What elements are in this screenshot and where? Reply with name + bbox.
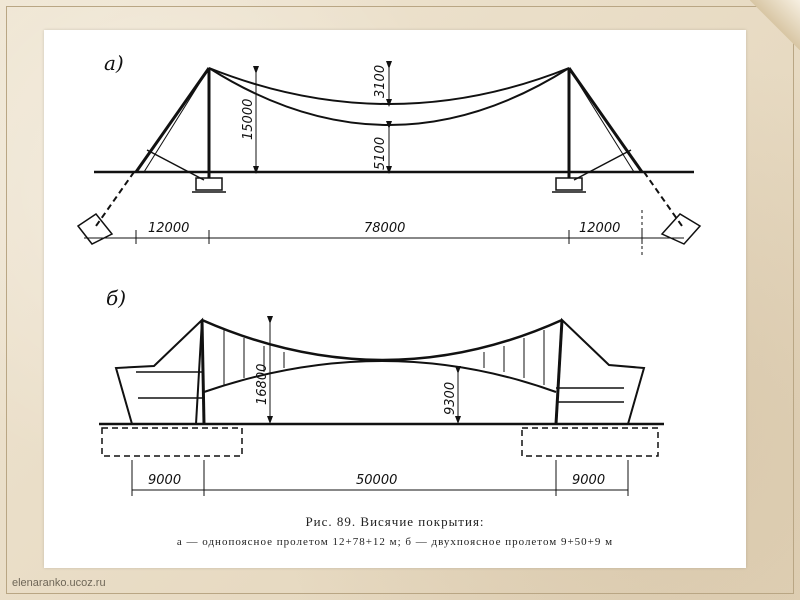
watermark: elenaranko.ucoz.ru — [12, 577, 106, 589]
part-b-height-left: 16800 — [255, 364, 270, 405]
part-b-right-column — [554, 319, 564, 425]
part-a-left-anchor — [76, 212, 114, 245]
part-b-span-left: 9000 — [148, 473, 181, 488]
part-b-label: б) — [106, 286, 126, 310]
part-b-hangers — [223, 330, 545, 385]
part-b-left-column — [200, 319, 206, 425]
part-a-right-stay — [567, 67, 644, 173]
part-b-upper-cable — [201, 318, 563, 362]
part-b-right-foundation — [521, 427, 659, 457]
part-a-span-right: 12000 — [579, 221, 620, 236]
figure-caption-subtitle: а — однопоясное пролетом 12+78+12 м; б —… — [176, 536, 614, 548]
part-b-span-main: 50000 — [356, 473, 397, 488]
page-corner-curl — [750, 0, 800, 50]
part-a-diagram — [76, 61, 702, 255]
part-b-left-wing — [114, 317, 204, 425]
part-a-left-footing — [195, 177, 223, 191]
page-frame — [6, 6, 794, 594]
part-a-sag: 3100 — [373, 65, 388, 98]
part-a-right-footing — [555, 177, 583, 191]
slide: а) 15000 3100 5100 12000 78000 12000 — [44, 30, 746, 568]
part-b-lower-cable — [203, 360, 557, 393]
part-a-span-left: 12000 — [148, 221, 189, 236]
part-b-height-mid: 9300 — [443, 382, 458, 415]
part-a-left-stay — [134, 67, 211, 173]
part-b-right-wing — [554, 317, 646, 425]
bridge-diagram: а) 15000 3100 5100 12000 78000 12000 — [76, 51, 702, 496]
figure-caption-title: Рис. 89. Висячие покрытия: — [305, 514, 485, 529]
part-a-right-anchor — [660, 213, 702, 245]
part-b-span-right: 9000 — [572, 473, 605, 488]
part-a-height-mid: 5100 — [373, 137, 388, 170]
part-b-diagram — [99, 316, 664, 496]
part-a-span-main: 78000 — [364, 221, 405, 236]
part-b-left-foundation — [101, 427, 243, 457]
part-a-height-left: 15000 — [241, 99, 256, 140]
part-a-label: а) — [104, 51, 124, 75]
part-a-right-anchor-line — [643, 171, 683, 227]
part-a-left-anchor-line — [95, 171, 135, 227]
